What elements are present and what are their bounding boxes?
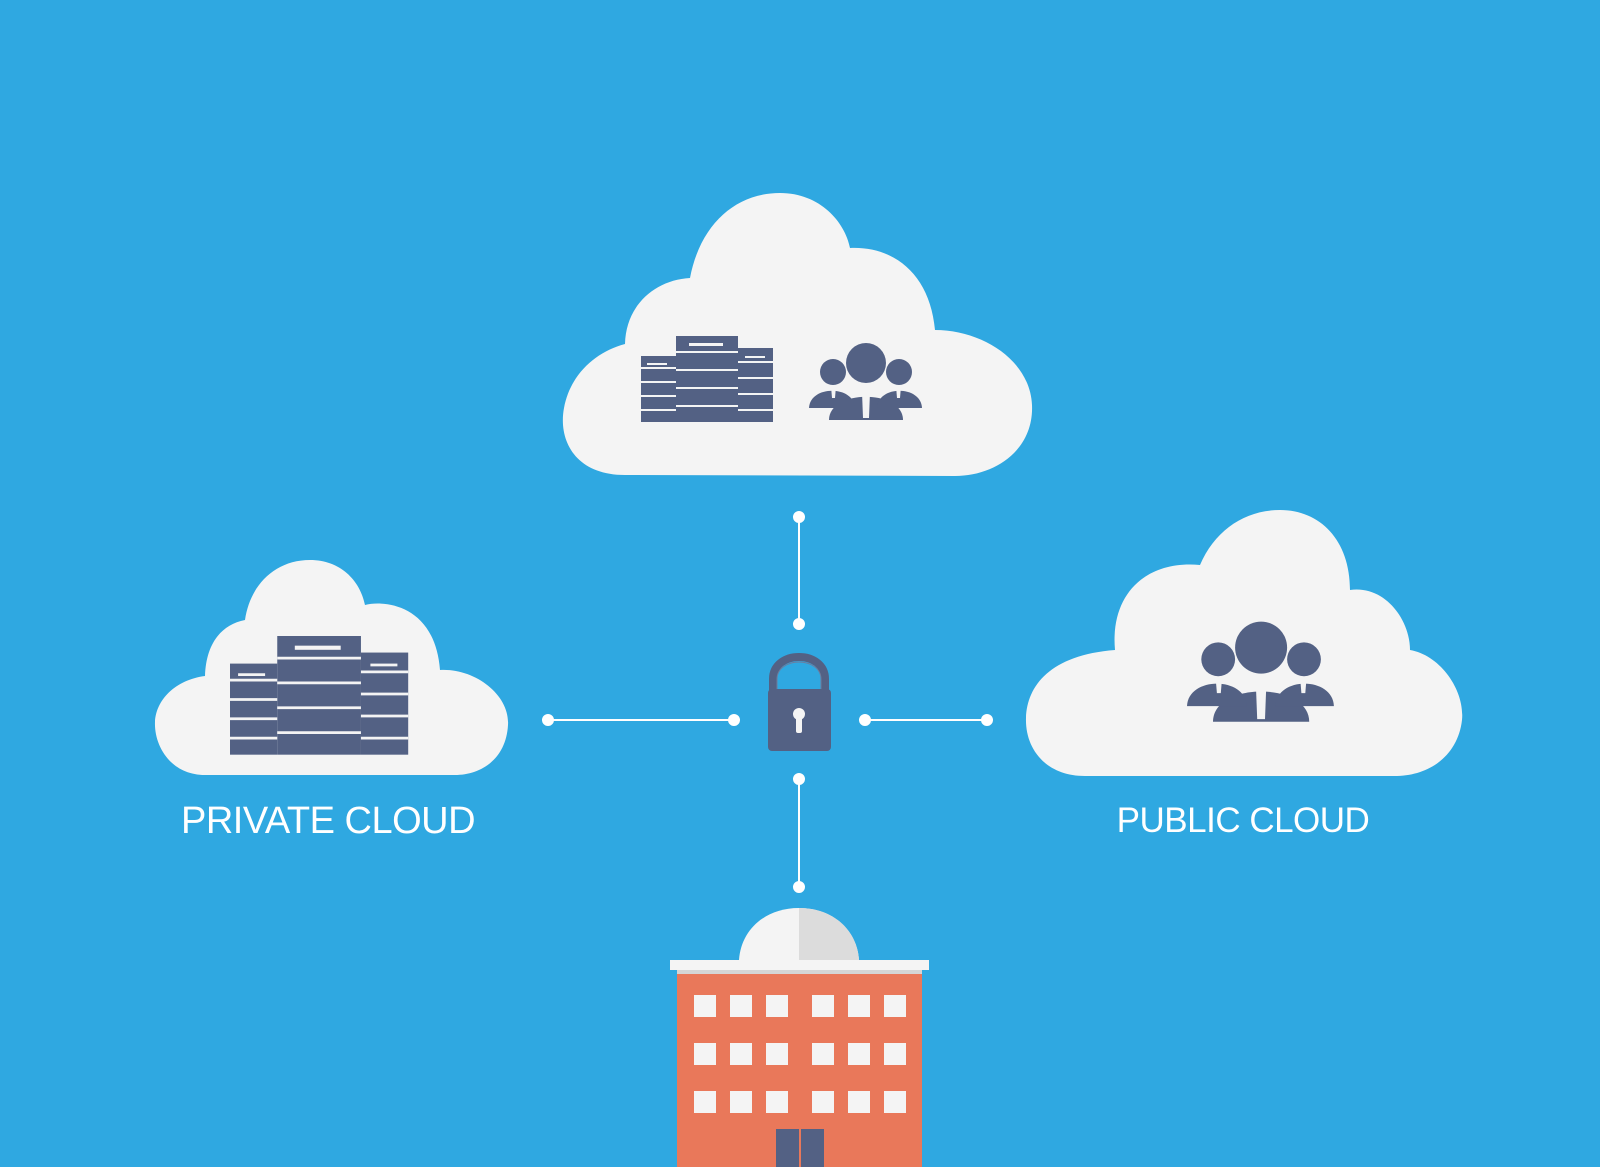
private-cloud-label: PRIVATE CLOUD (180, 800, 476, 842)
padlock-icon (768, 652, 831, 751)
top-cloud (562, 193, 1033, 476)
public-cloud (1025, 510, 1463, 776)
connectors (542, 511, 993, 893)
public-cloud-label: PUBLIC CLOUD (1116, 801, 1370, 840)
private-cloud (154, 560, 509, 775)
office-building-icon (670, 908, 929, 1167)
